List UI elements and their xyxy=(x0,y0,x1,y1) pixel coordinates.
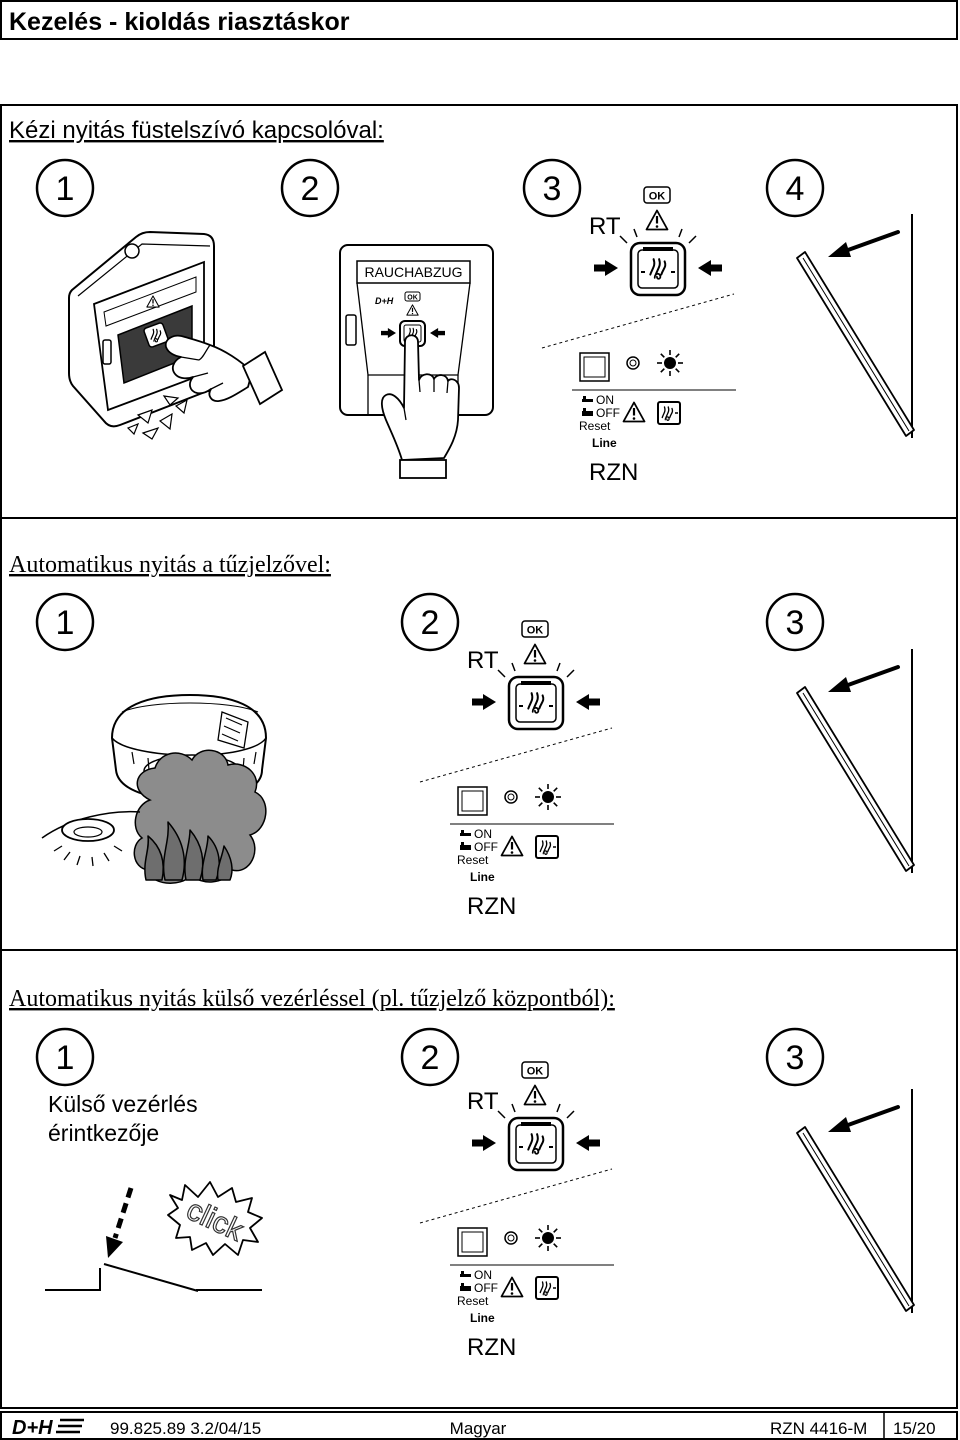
contact-label-line2: érintkezője xyxy=(48,1120,159,1146)
window-opening-illustration xyxy=(795,212,916,440)
on-label: ON xyxy=(596,393,614,407)
off-label: OFF xyxy=(474,1281,498,1295)
step-number-3: 3 xyxy=(765,592,825,652)
reset-label: Reset xyxy=(579,419,611,433)
window-opening-illustration xyxy=(795,647,916,875)
line-label: Line xyxy=(470,870,495,884)
doc-number: 99.825.89 3.2/04/15 xyxy=(110,1419,261,1438)
off-label: OFF xyxy=(596,406,620,420)
section-manual-opening: Kézi nyitás füstelszívó kapcsolóval: 1 2… xyxy=(0,104,958,519)
line-label: Line xyxy=(592,436,617,450)
step-number-2: 2 xyxy=(400,592,460,652)
reset-label: Reset xyxy=(457,853,489,867)
panel-drawing xyxy=(420,1062,614,1299)
step-number-2: 2 xyxy=(280,158,340,218)
hand-icon xyxy=(380,334,460,479)
rt-rzn-panel: OK RT ON OFF Reset Line RZN xyxy=(542,187,736,486)
ok-label: OK xyxy=(527,1066,544,1078)
rt-rzn-panel: OK RT ON OFF Reset Line RZN xyxy=(420,1062,614,1361)
ok-label: OK xyxy=(649,191,666,203)
step-number-label: 1 xyxy=(56,1039,75,1077)
rzn-label: RZN xyxy=(467,1334,516,1361)
brand-logo: D+H xyxy=(375,296,394,306)
window-opening-illustration xyxy=(795,1087,916,1315)
step-number-1: 1 xyxy=(35,1027,95,1087)
title-bar: Kezelés - kioldás riasztáskor xyxy=(0,0,958,40)
step-number-3: 3 xyxy=(765,1027,825,1087)
page-number: 15/20 xyxy=(893,1419,936,1438)
line-label: Line xyxy=(470,1311,495,1325)
footer: D+H 99.825.89 3.2/04/15 Magyar RZN 4416-… xyxy=(0,1411,958,1440)
contact-switch-icon xyxy=(45,1187,262,1292)
section-heading: Automatikus nyitás a tűzjelzővel: xyxy=(9,552,331,578)
reset-label: Reset xyxy=(457,1294,489,1308)
smoke-vent-switch-illustration: RAUCHABZUG D+H OK xyxy=(339,244,494,479)
rt-label: RT xyxy=(467,1088,499,1115)
step-number-label: 1 xyxy=(56,170,75,208)
fire-flames xyxy=(144,821,233,881)
step-number-label: 2 xyxy=(421,1039,440,1077)
step-number-4: 4 xyxy=(765,158,825,218)
panel-drawing xyxy=(542,187,736,424)
contact-label-line1: Külső vezérlés xyxy=(48,1091,198,1117)
step-number-1: 1 xyxy=(35,592,95,652)
section-heading: Automatikus nyitás külső vezérléssel (pl… xyxy=(9,986,615,1012)
step-number-label: 2 xyxy=(421,604,440,642)
call-point-illustration xyxy=(68,230,284,440)
knob-icon xyxy=(124,243,140,259)
rt-label: RT xyxy=(467,647,499,674)
ok-label: OK xyxy=(527,625,544,637)
rt-rzn-panel: OK RT ON OFF Reset Line RZN xyxy=(420,621,614,920)
step-number-label: 1 xyxy=(56,604,75,642)
step-number-label: 3 xyxy=(786,1039,805,1077)
step-number-label: 2 xyxy=(301,170,320,208)
device-label: RAUCHABZUG xyxy=(364,264,462,280)
section-external-control-opening: Automatikus nyitás külső vezérléssel (pl… xyxy=(0,949,958,1409)
panel-drawing xyxy=(420,621,614,858)
on-label: ON xyxy=(474,827,492,841)
footer-logo: D+H xyxy=(12,1417,84,1439)
step-number-1: 1 xyxy=(35,158,95,218)
sleeve-cuff xyxy=(241,350,284,406)
brand-logo: D+H xyxy=(12,1417,53,1439)
step-number-2: 2 xyxy=(400,1027,460,1087)
ceiling-detector-icon xyxy=(41,810,141,867)
hand-icon xyxy=(164,334,284,406)
step-number-label: 4 xyxy=(786,170,805,208)
external-contact-illustration: Külső vezérlés érintkezője click xyxy=(45,1091,263,1292)
rzn-label: RZN xyxy=(589,459,638,486)
rzn-label: RZN xyxy=(467,893,516,920)
page-title: Kezelés - kioldás riasztáskor xyxy=(9,8,350,36)
off-label: OFF xyxy=(474,840,498,854)
on-label: ON xyxy=(474,1268,492,1282)
product-code: RZN 4416-M xyxy=(770,1419,867,1438)
ok-label: OK xyxy=(407,295,418,302)
language: Magyar xyxy=(450,1419,507,1438)
section-heading: Kézi nyitás füstelszívó kapcsolóval: xyxy=(9,117,384,144)
rt-label: RT xyxy=(589,213,621,240)
section-smoke-detector-opening: Automatikus nyitás a tűzjelzővel: 1 2 3 xyxy=(0,517,958,951)
smoke-detector-illustration xyxy=(41,693,268,884)
step-number-label: 3 xyxy=(543,170,562,208)
click-burst: click xyxy=(167,1181,263,1256)
glass-shards xyxy=(126,395,188,440)
step-number-label: 3 xyxy=(786,604,805,642)
sleeve-cuff xyxy=(399,459,447,479)
step-number-3: 3 xyxy=(522,158,582,218)
